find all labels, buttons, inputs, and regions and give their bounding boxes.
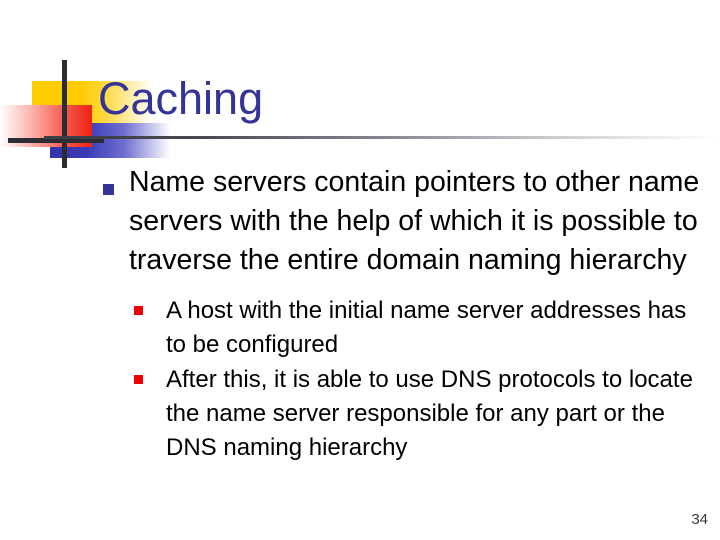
bullet-level1: Name servers contain pointers to other n… <box>96 163 712 280</box>
slide-title: Caching <box>98 73 264 124</box>
bullet-marker-level2-icon <box>134 375 143 384</box>
decoration-vertical-line <box>62 60 67 168</box>
bullet-level2-text: After this, it is able to use DNS protoc… <box>166 366 693 461</box>
title-underline-rule <box>44 136 720 139</box>
decoration-blue-square-icon <box>50 123 170 158</box>
slide-body: Name servers contain pointers to other n… <box>96 163 712 466</box>
bullet-marker-level1-icon <box>103 184 114 195</box>
bullet-level2: After this, it is able to use DNS protoc… <box>134 363 712 465</box>
decoration-red-square-icon <box>0 105 92 147</box>
bullet-level1-text: Name servers contain pointers to other n… <box>129 166 700 276</box>
bullet-marker-level2-icon <box>134 306 143 315</box>
bullet-level2: A host with the initial name server addr… <box>134 294 712 362</box>
bullet-level2-list: A host with the initial name server addr… <box>96 294 712 465</box>
page-number: 34 <box>691 511 708 528</box>
bullet-level2-text: A host with the initial name server addr… <box>166 297 687 358</box>
